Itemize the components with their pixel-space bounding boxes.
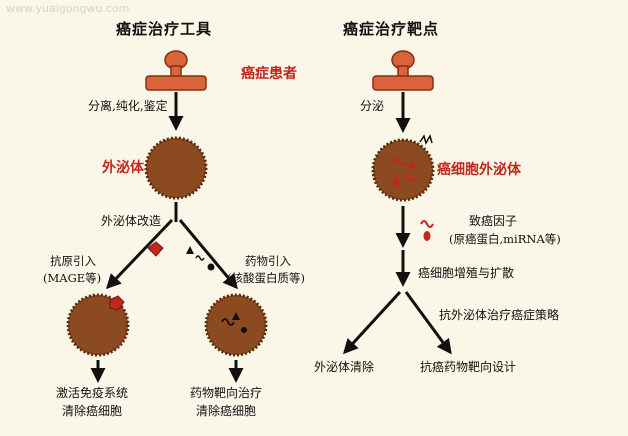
drug-design-label: 抗癌药物靶向设计: [420, 360, 517, 374]
left-exosome-label: 外泌体: [102, 160, 144, 176]
result-left-line2: 清除癌细胞: [62, 404, 123, 418]
arrow-drug-design: [404, 291, 452, 355]
antigen-exosome: [66, 293, 130, 357]
antigen-line2: (MAGE等): [43, 271, 102, 285]
oncoprotein-icon: [423, 231, 431, 241]
membrane-marker-icon: [419, 134, 433, 145]
mirna-icon: [420, 220, 434, 228]
arrow-drug: [178, 219, 238, 290]
result-right-line2: 清除癌细胞: [196, 404, 257, 418]
right-exosome: [371, 138, 435, 202]
left-stamp-icon: [145, 50, 207, 91]
strategy-label: 抗外泌体治疗癌症策略: [439, 308, 560, 322]
watermark: www.yuaigongwu.com: [6, 2, 130, 15]
drug-cargo-icon: [186, 246, 215, 271]
drug-exosome: [204, 293, 268, 357]
factor-line2: (原癌蛋白,miRNA等): [449, 232, 561, 246]
clearance-label: 外泌体清除: [314, 360, 375, 374]
proliferation-label: 癌细胞增殖与扩散: [418, 266, 515, 280]
factor-line1: 致癌因子: [469, 214, 518, 228]
drug-line1: 药物引入: [245, 254, 291, 268]
patient-label: 癌症患者: [241, 66, 297, 82]
antigen-cargo-icon: [147, 241, 164, 257]
secrete-label: 分泌: [360, 99, 385, 113]
right-exosome-label: 癌细胞外泌体: [437, 162, 521, 178]
right-column-title: 癌症治疗靶点: [343, 20, 440, 38]
left-column-title: 癌症治疗工具: [116, 20, 213, 38]
result-left-line1: 激活免疫系统: [56, 386, 129, 400]
drug-line2: (核酸蛋白质等): [227, 271, 305, 285]
result-right-line1: 药物靶向治疗: [190, 386, 263, 400]
left-exosome: [144, 136, 208, 200]
isolate-label: 分离,纯化,鉴定: [88, 99, 168, 113]
arrow-clearance: [342, 290, 402, 355]
modify-label: 外泌体改造: [101, 214, 162, 228]
antigen-line1: 抗原引入: [50, 254, 96, 268]
arrow-antigen: [105, 218, 174, 290]
right-stamp-icon: [372, 50, 434, 91]
